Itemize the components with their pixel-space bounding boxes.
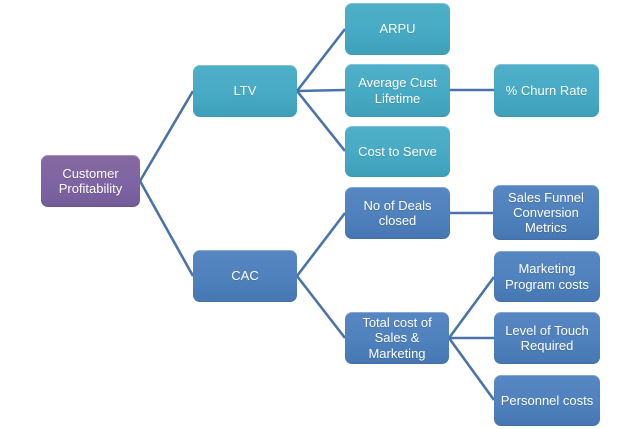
- node-churn-rate: % Churn Rate: [494, 64, 599, 117]
- node-cost-to-serve-label: Cost to Serve: [358, 143, 437, 159]
- node-customer-profitability: Customer Profitability: [41, 155, 140, 207]
- node-arpu-label: ARPU: [379, 21, 416, 37]
- node-personnel-costs: Personnel costs: [494, 375, 600, 426]
- node-personnel-costs-label: Personnel costs: [500, 392, 594, 408]
- node-level-of-touch: Level of Touch Required: [494, 312, 600, 364]
- node-total-cost-label: Total cost of Sales & Marketing: [362, 315, 432, 361]
- node-sales-funnel-label: Sales Funnel Conversion Metrics: [508, 189, 584, 236]
- node-marketing-program-label: Marketing Program costs: [505, 261, 589, 292]
- node-ltv-label: LTV: [233, 83, 257, 99]
- node-cost-to-serve: Cost to Serve: [345, 126, 450, 177]
- node-level-of-touch-label: Level of Touch Required: [505, 322, 589, 353]
- edge-ltv-arpu: [295, 28, 347, 92]
- edge-cac-deals-closed: [295, 212, 347, 277]
- node-deals-closed: No of Deals closed: [345, 187, 450, 239]
- node-total-cost: Total cost of Sales & Marketing: [345, 312, 449, 364]
- edge-ltv-avg-cust-lifetime: [296, 88, 346, 93]
- node-cac-label: CAC: [231, 268, 259, 284]
- node-ltv: LTV: [193, 65, 297, 117]
- node-deals-closed-label: No of Deals closed: [363, 197, 432, 228]
- node-arpu: ARPU: [345, 3, 450, 55]
- node-average-cust-lifetime: Average Cust Lifetime: [345, 64, 450, 117]
- node-sales-funnel: Sales Funnel Conversion Metrics: [493, 185, 599, 240]
- edge-total-cost-marketing-program: [447, 276, 496, 339]
- edge-root-cac: [138, 180, 195, 277]
- node-average-cust-lifetime-label: Average Cust Lifetime: [358, 75, 437, 106]
- node-cac: CAC: [193, 250, 297, 302]
- node-marketing-program: Marketing Program costs: [494, 251, 600, 302]
- edge-ltv-cost-to-serve: [295, 90, 347, 152]
- node-churn-rate-label: % Churn Rate: [505, 82, 588, 98]
- edge-root-ltv: [138, 90, 195, 182]
- edge-total-cost-personnel-costs: [447, 337, 496, 401]
- edge-cac-total-cost: [295, 275, 347, 339]
- node-customer-profitability-label: Customer Profitability: [58, 165, 123, 196]
